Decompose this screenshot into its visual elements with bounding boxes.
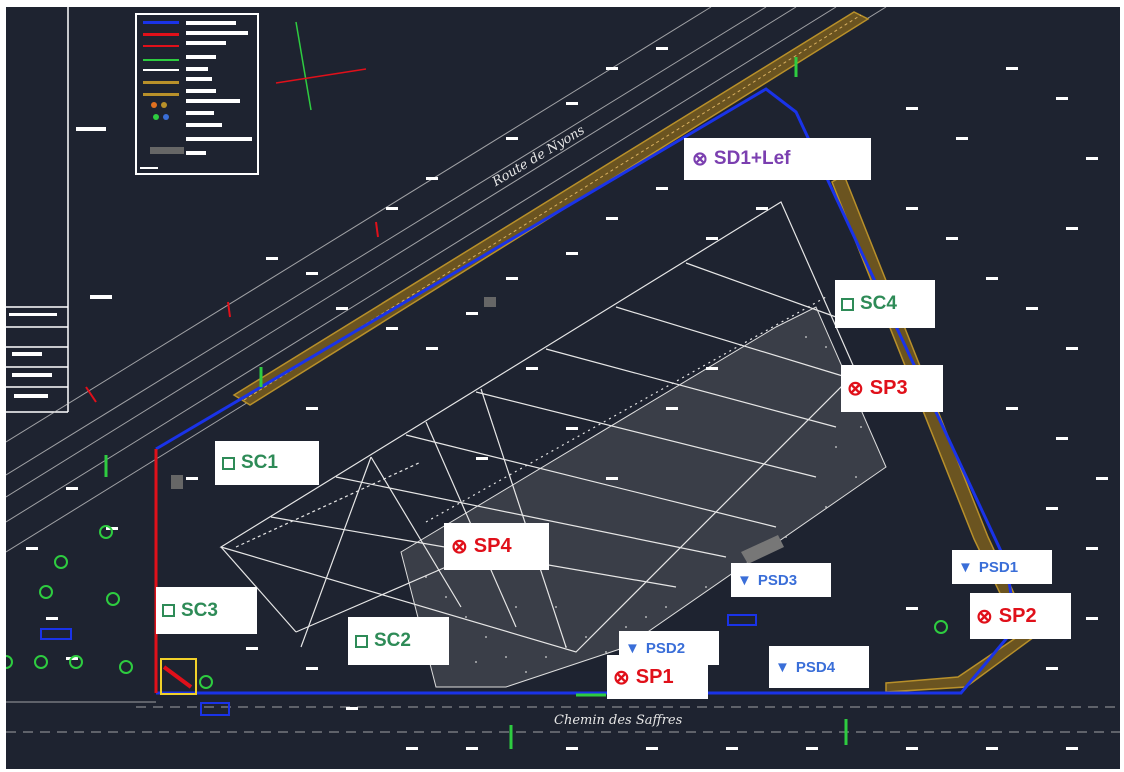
label-sc2-text: SC2 — [374, 630, 411, 651]
label-psd3-text: PSD3 — [757, 571, 798, 589]
square-icon — [355, 634, 368, 648]
cross-circle-icon: ⊗ — [692, 148, 708, 170]
label-psd2-text: PSD2 — [645, 639, 686, 657]
title-block — [6, 7, 69, 413]
cross-circle-icon: ⊗ — [613, 666, 630, 689]
cross-circle-icon: ⊗ — [847, 378, 864, 400]
label-psd4: ▼ PSD4 — [769, 646, 869, 688]
label-psd3: ▼ PSD3 — [731, 563, 831, 597]
label-sd1-lef: ⊗ SD1+Lef — [684, 138, 871, 180]
road-name-chemin-des-saffres: Chemin des Saffres — [554, 713, 683, 728]
label-sp1: ⊗ SP1 — [607, 655, 708, 699]
legend-box — [135, 13, 259, 175]
label-sc4-text: SC4 — [860, 293, 897, 314]
cursor-crosshair — [275, 21, 367, 111]
square-icon — [222, 456, 235, 470]
label-sp1-text: SP1 — [635, 665, 674, 688]
square-icon — [162, 604, 175, 617]
square-icon — [841, 297, 854, 311]
label-psd1: ▼ PSD1 — [952, 550, 1052, 584]
label-sd1-lef-text: SD1+Lef — [713, 148, 791, 169]
cross-circle-icon: ⊗ — [976, 605, 993, 628]
label-sp3: ⊗ SP3 — [841, 365, 943, 412]
cross-circle-icon: ⊗ — [451, 536, 468, 558]
label-sc2: SC2 — [348, 617, 449, 665]
triangle-down-icon: ▼ — [958, 558, 973, 576]
label-sc1: SC1 — [215, 441, 319, 485]
label-sc3-text: SC3 — [181, 599, 218, 621]
label-sc4: SC4 — [835, 280, 935, 328]
label-sc3: SC3 — [156, 587, 257, 634]
label-sp3-text: SP3 — [869, 377, 908, 399]
triangle-down-icon: ▼ — [625, 639, 640, 657]
label-sp2: ⊗ SP2 — [970, 593, 1071, 639]
survey-points — [26, 47, 1108, 750]
label-sc1-text: SC1 — [241, 452, 278, 473]
site-plan-drawing — [6, 7, 1120, 769]
misc-symbols — [40, 57, 848, 749]
label-psd4-text: PSD4 — [795, 658, 836, 676]
triangle-down-icon: ▼ — [737, 571, 752, 589]
triangle-down-icon: ▼ — [775, 658, 790, 676]
building — [219, 201, 857, 653]
cad-plan-viewport: Route de Nyons Chemin des Saffres ⊗ SD1+… — [6, 7, 1120, 769]
tree-markers — [6, 525, 948, 689]
label-psd1-text: PSD1 — [978, 558, 1019, 576]
label-sp4: ⊗ SP4 — [444, 523, 549, 570]
label-sp4-text: SP4 — [473, 535, 512, 557]
label-sp2-text: SP2 — [998, 604, 1037, 627]
